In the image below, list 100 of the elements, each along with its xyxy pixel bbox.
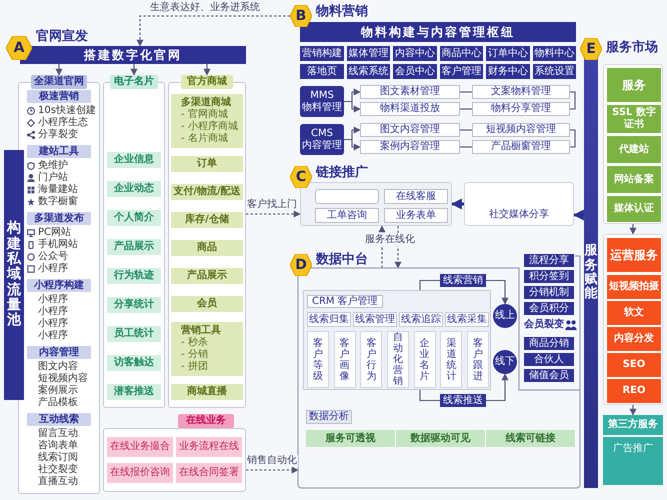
section-header: 建站工具 — [27, 145, 91, 158]
business-tag: 业务流程在线 — [176, 437, 242, 457]
list-item: 留言互动 — [38, 428, 78, 440]
edge-label: 客户找上门 — [246, 199, 298, 211]
connector-line — [419, 390, 440, 402]
arrow — [572, 210, 584, 220]
title-bar: 物料构建与内容管理枢纽 — [300, 22, 576, 42]
function-box: 产品橱窗管理 — [472, 140, 570, 154]
connector-line — [460, 91, 472, 93]
panel-heading: 第三方服务 — [603, 415, 663, 437]
feature-tag: 企业信息 — [107, 152, 161, 168]
service-tile: REO — [607, 379, 661, 403]
arrow — [450, 198, 464, 210]
dashed-arrow — [246, 210, 301, 218]
connector-line — [460, 129, 472, 131]
function-box: 物料渠道投放 — [360, 102, 460, 116]
list-item: 手机网站 — [38, 239, 78, 251]
list-item: 案例展示 — [38, 385, 78, 396]
field-column: 自动化营销 — [387, 331, 409, 388]
module-tile: 商品中心 — [440, 46, 483, 61]
field-tag: 线索追踪 — [399, 312, 443, 327]
panel-header: CRM 客户管理 — [307, 295, 383, 308]
module-tile: 线索系统 — [346, 64, 390, 79]
arrow — [56, 64, 62, 76]
section-title: 数据中台 — [316, 252, 368, 268]
arrow — [204, 64, 210, 76]
list-item: 公众号 — [38, 251, 68, 262]
section-title: 链接推广 — [316, 165, 368, 181]
service-tile: 运营服务 — [607, 238, 661, 272]
module-tile — [300, 86, 344, 117]
function-box: 在线客服 — [384, 189, 448, 204]
edge-label: 服务在线化 — [364, 234, 416, 246]
function-box: 物料分享管理 — [472, 102, 570, 116]
metric-band: 数据驱动可见 — [396, 430, 486, 447]
list-item: 社交裂变 — [38, 464, 78, 476]
service-tile: 短视频拍摄 — [607, 275, 661, 299]
list-item: 海量建站 — [38, 184, 78, 196]
field-column: 客户画像 — [334, 331, 356, 388]
arrow — [130, 64, 138, 76]
list-item: - 拼团 — [181, 361, 208, 373]
business-tag: 在线业务撮合 — [107, 437, 173, 457]
field-column: 客户等级 — [307, 331, 329, 388]
section-title: 物料营销 — [316, 4, 368, 20]
member-tag: 会员积分 — [524, 302, 574, 315]
field-column: 客户行为 — [360, 331, 382, 388]
metric-band: 服务可透视 — [306, 430, 396, 447]
flow-tag: 线索推送 — [440, 394, 486, 407]
member-tag: 分销机制 — [524, 286, 574, 299]
module-tile: 内容中心 — [393, 46, 436, 61]
service-tile: 服务 — [607, 68, 661, 102]
list-item: - 名片商城 — [181, 133, 228, 145]
feature-tag: 商品 — [171, 240, 243, 256]
business-tag: 在线合同签署 — [176, 463, 242, 483]
function-box: 案例内容管理 — [360, 140, 460, 154]
feature-tag: 行为轨迹 — [107, 268, 161, 284]
member-tag: 合伙人 — [524, 353, 574, 366]
service-bar: 服务赋能 — [584, 58, 598, 488]
list-item: 门户站 — [38, 172, 68, 184]
module-tile: 客户管理 — [440, 64, 483, 79]
feature-tag: 分享统计 — [107, 297, 161, 313]
function-box: 工单咨询 — [315, 208, 379, 223]
section-tab: 在线业务 — [178, 414, 234, 428]
module-tile: 系统设置 — [532, 64, 576, 79]
share-card: 社交媒体分享 — [464, 182, 574, 226]
list-item: 直播互动 — [38, 476, 78, 488]
list-item: 10s快速创建 — [38, 105, 96, 116]
field-column: 渠道统计 — [440, 331, 462, 388]
service-panel — [603, 234, 663, 405]
arrow — [344, 100, 361, 112]
service-tile: 软文 — [607, 301, 661, 325]
field-tag: 线索采集 — [445, 312, 489, 327]
feature-block — [171, 94, 243, 148]
section-title: 服务市场 — [606, 40, 658, 56]
metric-band: 线索可链接 — [486, 430, 576, 447]
feature-tag: 会员 — [171, 296, 243, 312]
panel-subheading: 广告推广 — [613, 443, 653, 455]
service-card — [603, 415, 663, 485]
module-tile: 会员中心 — [393, 64, 436, 79]
list-item: 图文内容 — [38, 361, 78, 372]
list-item: 短视频内容 — [38, 373, 88, 384]
member-tag: 商品分销 — [524, 337, 574, 350]
list-item: 产品模板 — [38, 397, 78, 409]
function-box: 文案物料管理 — [472, 85, 570, 99]
feature-tag: 订单 — [171, 156, 243, 172]
list-item: 小程序 — [38, 294, 68, 306]
list-item: 数字橱窗 — [38, 196, 78, 208]
connector-line — [570, 91, 576, 110]
arrow — [630, 405, 636, 416]
list-item: 分享裂变 — [38, 129, 78, 141]
feature-tag: 企业动态 — [107, 181, 161, 197]
channel-circle: 线下 — [493, 350, 517, 374]
side-bar: 构建私域流量池 — [4, 150, 24, 400]
section-badge: A — [6, 36, 32, 60]
feature-tag: 支付/物流/配送 — [171, 184, 243, 200]
feature-tag: 潜客推送 — [107, 384, 161, 400]
section-badge: C — [290, 166, 312, 188]
feature-tag: 访客触达 — [107, 355, 161, 371]
list-item: 小程序 — [38, 330, 68, 342]
field-tag: 线索管理 — [353, 312, 397, 327]
service-panel — [603, 64, 663, 224]
